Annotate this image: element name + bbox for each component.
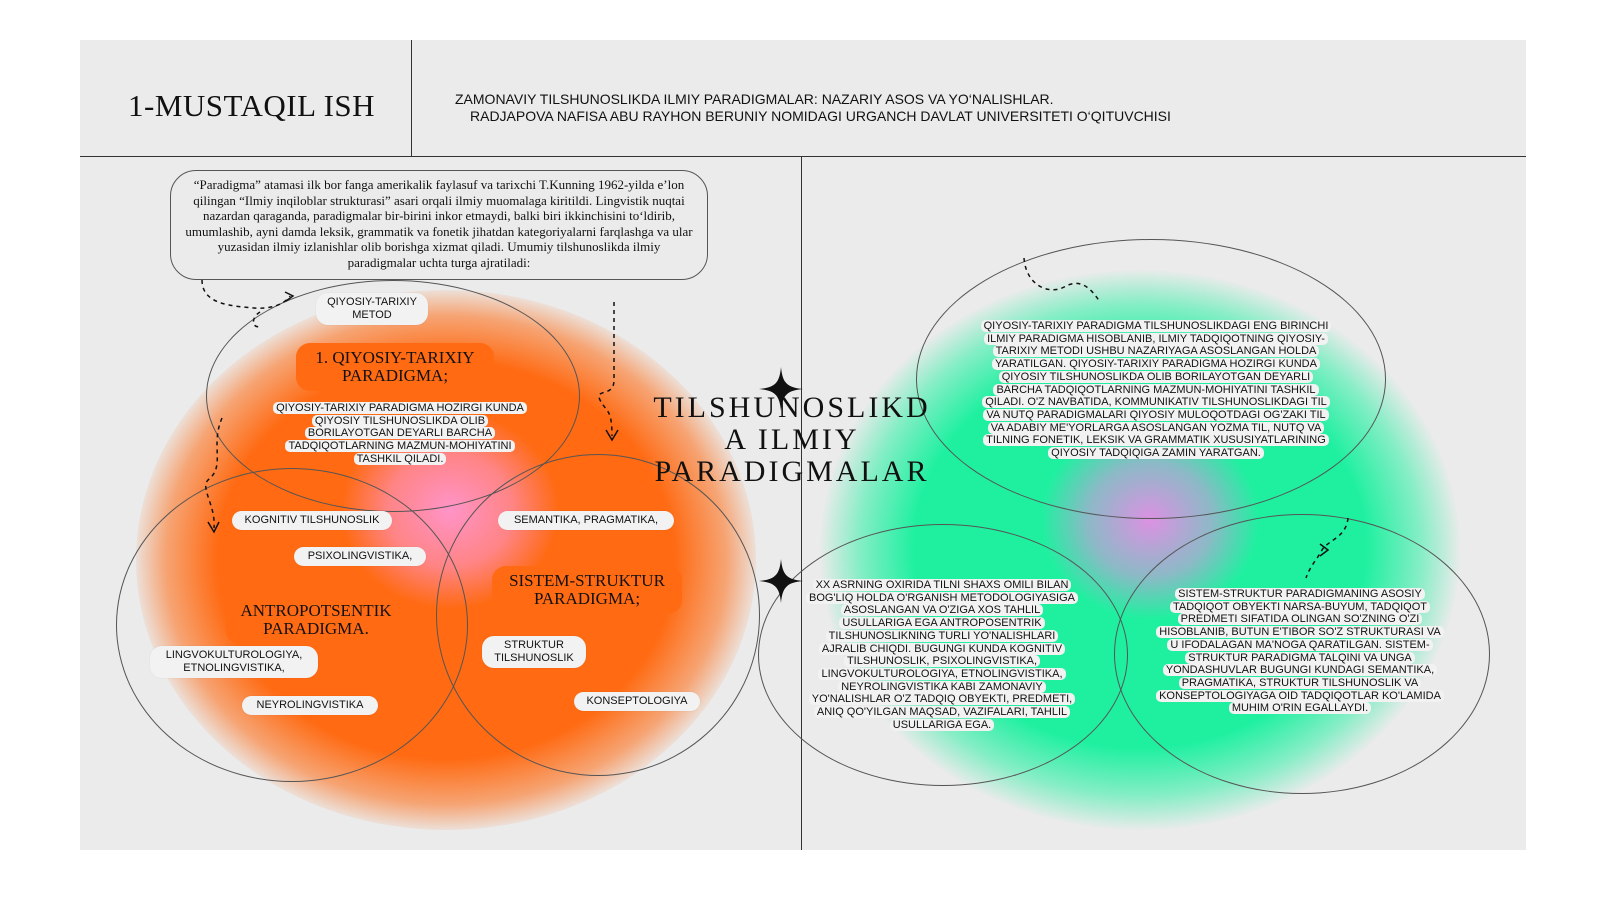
page-title: 1-MUSTAQIL ISH xyxy=(128,88,376,123)
four-point-star-icon xyxy=(759,367,803,411)
dashed-arrow-icon xyxy=(1023,257,1101,303)
tag-neyrolingvistika: NEYROLINGVISTIKA xyxy=(242,696,378,715)
center-title-line2: A ILMIY xyxy=(724,423,860,456)
oval-structural xyxy=(436,454,760,776)
board: 1-MUSTAQIL ISH ZAMONAVIY TILSHUNOSLIKDA … xyxy=(80,40,1526,850)
center-title-line3: PARADIGMALAR xyxy=(654,455,930,488)
dashed-arrow-icon xyxy=(201,279,295,328)
right-right-text: SISTEM-STRUKTUR PARADIGMANING ASOSIY TAD… xyxy=(1140,588,1460,715)
tag-psixolingvistika: PSIXOLINGVISTIKA, xyxy=(294,547,426,566)
oval-right-top xyxy=(916,239,1386,519)
tag-lingvokulturologiya: LINGVOKULTUROLOGIYA, ETNOLINGVISTIKA, xyxy=(150,646,318,678)
header-subtitle-line1: ZAMONAVIY TILSHUNOSLIKDA ILMIY PARADIGMA… xyxy=(455,91,1054,107)
tag-qiyosiy-tarixiy-metod: QIYOSIY-TARIXIY METOD xyxy=(316,293,428,325)
right-left-text: XX ASRNING OXIRIDA TILNI SHAXS OMILI BIL… xyxy=(782,579,1102,731)
intro-text: “Paradigma” atamasi ilk bor fanga amerik… xyxy=(185,177,693,270)
structural-paradigm-title: SISTEM-STRUKTUR PARADIGMA; xyxy=(492,566,682,614)
dashed-arrow-icon xyxy=(598,302,619,442)
right-top-text: QIYOSIY-TARIXIY PARADIGMA TILSHUNOSLIKDA… xyxy=(966,320,1346,460)
historical-paradigm-title: 1. QIYOSIY-TARIXIY PARADIGMA; xyxy=(296,343,494,391)
center-title-line1: TILSHUNOSLIKD xyxy=(653,391,931,424)
anthropocentric-paradigm-title: ANTROPOTSENTIK PARADIGMA. xyxy=(226,596,406,644)
four-point-star-icon xyxy=(759,559,803,603)
header-vertical-divider xyxy=(411,40,412,156)
header-subtitle-line2: RADJAPOVA NAFISA ABU RAYHON BERUNIY NOMI… xyxy=(470,108,1171,124)
center-title: TILSHUNOSLIKD A ILMIY PARADIGMALAR xyxy=(636,392,948,488)
center-divider xyxy=(801,156,802,850)
dashed-arrow-icon xyxy=(205,417,223,534)
tag-kognitiv-tilshunoslik: KOGNITIV TILSHUNOSLIK xyxy=(232,511,392,530)
tag-konseptologiya: KONSEPTOLOGIYA xyxy=(574,692,700,711)
historical-paradigm-desc: QIYOSIY-TARIXIY PARADIGMA HOZIRGI KUNDA … xyxy=(256,402,544,466)
header-divider xyxy=(80,156,1526,157)
dashed-arrow-icon xyxy=(1305,517,1349,579)
tag-semantika-pragmatika: SEMANTIKA, PRAGMATIKA, xyxy=(498,511,674,530)
oval-right-right xyxy=(1114,514,1490,794)
intro-bubble: “Paradigma” atamasi ilk bor fanga amerik… xyxy=(170,170,708,280)
tag-struktur-tilshunoslik: STRUKTUR TILSHUNOSLIK xyxy=(482,636,586,668)
